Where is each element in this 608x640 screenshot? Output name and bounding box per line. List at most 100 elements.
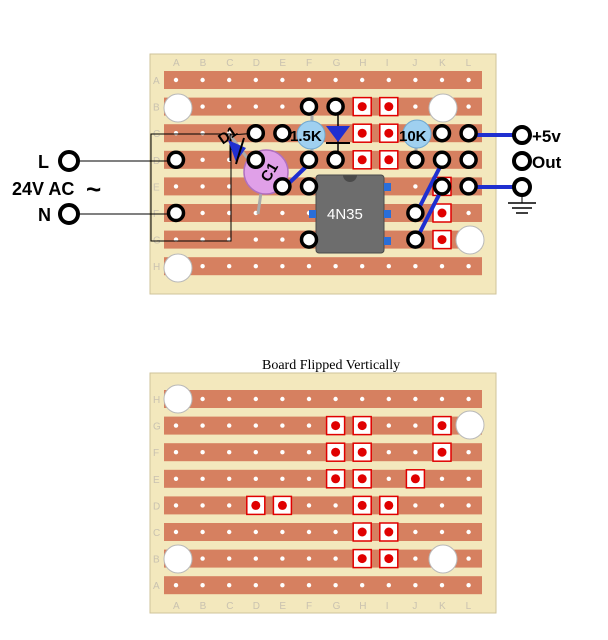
strip-hole <box>253 450 258 455</box>
strip-hole <box>280 237 285 242</box>
strip-hole <box>413 423 418 428</box>
strip-hole <box>200 157 205 162</box>
strip-hole <box>200 476 205 481</box>
row-letter: C <box>153 528 160 539</box>
strip-hole <box>466 556 471 561</box>
row-letter: E <box>153 182 160 193</box>
track-cut-mark <box>437 235 447 245</box>
solder-pad <box>299 150 319 170</box>
strip-hole <box>200 423 205 428</box>
strip-hole <box>200 184 205 189</box>
label-line: L <box>38 152 49 172</box>
solder-pad <box>406 230 425 249</box>
strip-hole <box>173 529 179 535</box>
strip-hole <box>253 476 258 481</box>
column-letter: J <box>412 58 417 69</box>
track-cut-mark <box>331 421 341 431</box>
strip-hole <box>253 556 258 561</box>
column-letter: K <box>439 601 446 612</box>
ic-pin <box>309 210 316 218</box>
track-cut-mark <box>410 474 420 484</box>
track-cut-mark <box>384 155 394 165</box>
copper-strip <box>164 549 482 568</box>
strip-hole <box>200 529 205 535</box>
strip-hole <box>439 77 445 83</box>
copper-strip <box>164 443 482 462</box>
strip-hole <box>253 529 258 535</box>
strip-hole <box>200 264 205 269</box>
column-letter: G <box>333 58 341 69</box>
strip-hole <box>280 77 285 83</box>
strip-hole <box>227 423 232 428</box>
track-cut-mark <box>357 500 367 510</box>
copper-strip <box>164 257 482 276</box>
ground-symbol-icon <box>508 195 536 214</box>
strip-hole <box>280 556 285 561</box>
label-1.5k: 1.5K <box>290 128 322 145</box>
strip-hole <box>253 264 258 269</box>
track-cut-mark <box>384 102 394 112</box>
strip-hole <box>253 423 258 428</box>
strip-hole <box>227 104 232 109</box>
track-cut-mark <box>357 128 367 138</box>
column-letter: D <box>253 58 260 69</box>
strip-hole <box>280 210 285 216</box>
ic-notch <box>343 175 357 182</box>
column-letter: L <box>466 58 472 69</box>
strip-hole <box>386 77 391 83</box>
column-letter: F <box>306 601 312 612</box>
strip-hole <box>253 104 258 109</box>
column-letter: L <box>466 601 472 612</box>
strip-hole <box>280 583 285 588</box>
row-letter: C <box>153 129 160 140</box>
strip-hole <box>227 77 232 83</box>
strip-hole <box>466 450 471 455</box>
terminal-line <box>58 150 80 172</box>
column-letter: I <box>386 58 389 69</box>
strip-hole <box>280 396 285 402</box>
strip-hole <box>173 77 179 83</box>
ac-symbol-icon: ~ <box>86 174 101 204</box>
bottom-board-base <box>149 372 497 614</box>
strip-hole <box>227 476 232 481</box>
strip-hole <box>227 396 232 402</box>
copper-strip <box>164 496 482 515</box>
track-cut-mark <box>357 447 367 457</box>
mounting-hole-bottom-left <box>163 253 193 283</box>
solder-pad <box>299 230 319 249</box>
strip-hole <box>227 529 232 535</box>
strip-hole <box>200 210 205 216</box>
strip-hole <box>253 583 258 588</box>
strip-hole <box>360 396 365 402</box>
strip-hole <box>200 556 205 561</box>
wire-jumper-a <box>414 160 445 215</box>
copper-strip <box>164 416 482 435</box>
resistor-r1-icon <box>296 120 326 150</box>
strip-hole <box>280 450 285 455</box>
strip-hole <box>360 264 365 269</box>
row-letter: H <box>153 262 160 273</box>
row-letter: E <box>153 475 160 486</box>
row-letter: A <box>153 581 160 592</box>
strip-hole <box>280 423 285 428</box>
strip-hole <box>200 104 205 109</box>
strip-hole <box>306 264 312 269</box>
solder-pad <box>273 123 292 143</box>
column-letter: J <box>412 601 417 612</box>
track-cut-mark <box>384 527 394 537</box>
strip-hole <box>439 503 445 508</box>
track-cut-mark <box>357 421 367 431</box>
column-letter: I <box>386 601 389 612</box>
strip-hole <box>306 529 312 535</box>
solder-pad <box>406 203 425 223</box>
label-supply: 24V AC <box>12 179 74 199</box>
solder-pad <box>326 150 345 170</box>
strip-hole <box>413 104 418 109</box>
strip-hole <box>466 210 471 216</box>
bottom-caption: Board Flipped Vertically <box>262 358 400 373</box>
strip-hole <box>413 503 418 508</box>
track-cut-mark <box>357 527 367 537</box>
track-cut-mark <box>251 500 261 510</box>
terminal-out <box>512 151 532 171</box>
track-cut-mark <box>277 500 287 510</box>
